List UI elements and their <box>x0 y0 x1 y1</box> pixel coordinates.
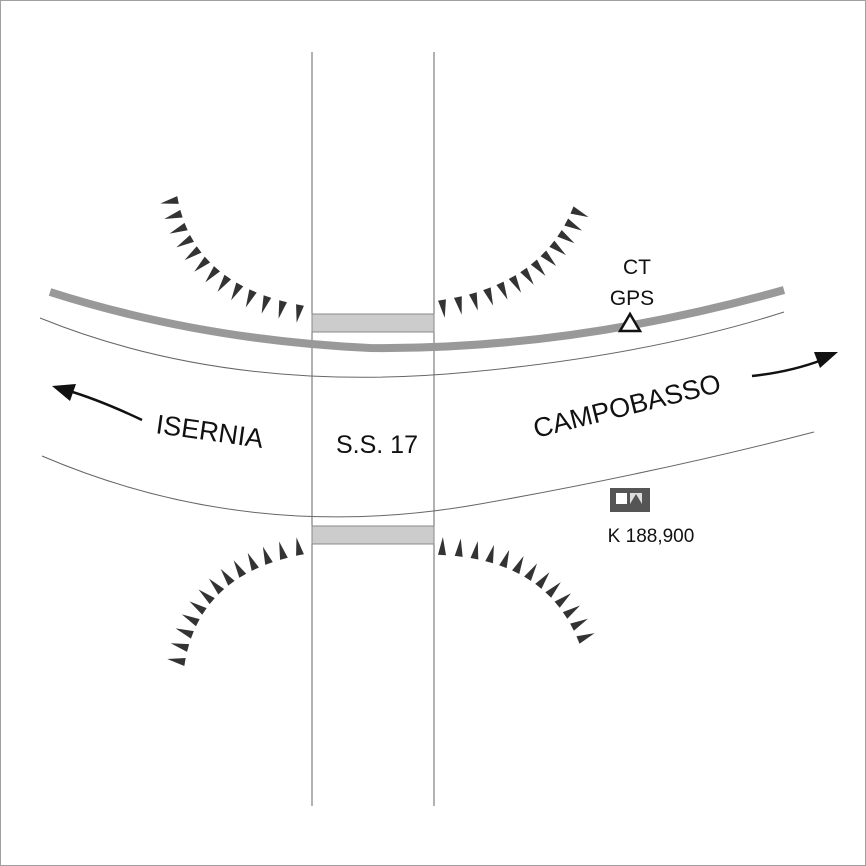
hachure-slope-icon <box>454 538 463 557</box>
hachure-slope-icon <box>262 546 273 565</box>
hachure-slope-icon <box>296 304 304 323</box>
hachure-slope-icon <box>220 568 235 586</box>
hachure-slope-icon <box>530 259 546 276</box>
railway-line <box>48 286 786 353</box>
hachure-slope-icon <box>278 300 287 319</box>
hachure-slope-icon <box>438 537 446 556</box>
hachure-slope-icon <box>554 593 572 608</box>
hachure-slope-icon <box>194 256 211 272</box>
hachure-slope-icon <box>198 589 215 605</box>
hachure-slope-icon <box>438 299 446 318</box>
main-road-north-edge <box>39 311 785 378</box>
bridge-deck-south <box>311 525 435 545</box>
hachure-slope-icon <box>562 605 581 619</box>
hachure-slope-icon <box>483 287 494 306</box>
hachure-slope-icon <box>453 296 462 315</box>
hachure-slope-icon <box>175 628 194 639</box>
hachure-slope-icon <box>549 240 566 256</box>
hachure-slope-icon <box>499 549 510 569</box>
main-road-south-edge <box>41 431 815 518</box>
hachure-slope-icon <box>520 267 534 285</box>
hachure-slope-icon <box>557 229 575 244</box>
hachure-slope-icon <box>485 544 494 564</box>
hachure-slope-icon <box>233 560 247 578</box>
hachure-slope-icon <box>468 292 478 311</box>
hachure-slope-icon <box>169 222 188 234</box>
hachure-slope-icon <box>231 282 244 301</box>
hachure-slope-icon <box>164 209 183 219</box>
embankment-hachures <box>160 196 595 666</box>
hachure-slope-icon <box>512 556 524 574</box>
station-label-line2: GPS <box>610 287 654 310</box>
hachure-slope-icon <box>570 618 588 631</box>
hachure-slope-icon <box>496 281 508 300</box>
hachure-slope-icon <box>540 250 557 266</box>
hachure-slope-icon <box>208 578 225 595</box>
km-marker-label: K 188,900 <box>608 526 695 547</box>
hachure-slope-icon <box>170 643 190 652</box>
station-label-line1: CT <box>623 256 651 279</box>
hachure-slope-icon <box>176 234 194 248</box>
hachure-slope-icon <box>261 295 272 314</box>
hachure-slope-icon <box>296 537 304 556</box>
road-name-label: S.S. 17 <box>336 431 418 459</box>
hachure-slope-icon <box>181 614 200 627</box>
hachure-slope-icon <box>184 246 202 261</box>
hachure-slope-icon <box>524 563 538 581</box>
hachure-slope-icon <box>576 633 595 644</box>
hachure-slope-icon <box>217 274 232 292</box>
bridge-deck-north <box>311 313 435 333</box>
hachure-slope-icon <box>160 196 179 204</box>
hachure-slope-icon <box>205 266 221 283</box>
hachure-slope-icon <box>545 582 561 598</box>
hachure-slope-icon <box>535 572 550 589</box>
hachure-slope-icon <box>570 206 589 218</box>
hachure-slope-icon <box>564 218 583 231</box>
hachure-slope-icon <box>508 275 522 293</box>
hachure-slope-icon <box>189 601 207 615</box>
arrow-right-icon <box>751 352 838 378</box>
hachure-slope-icon <box>279 541 288 560</box>
hachure-slope-icon <box>470 541 479 560</box>
arrow-left-icon <box>52 384 143 422</box>
triangle-icon <box>617 311 643 333</box>
hachure-slope-icon <box>245 289 257 308</box>
hachure-slope-icon <box>167 658 186 666</box>
hachure-slope-icon <box>247 552 259 571</box>
kilometer-stone-icon <box>610 488 650 512</box>
